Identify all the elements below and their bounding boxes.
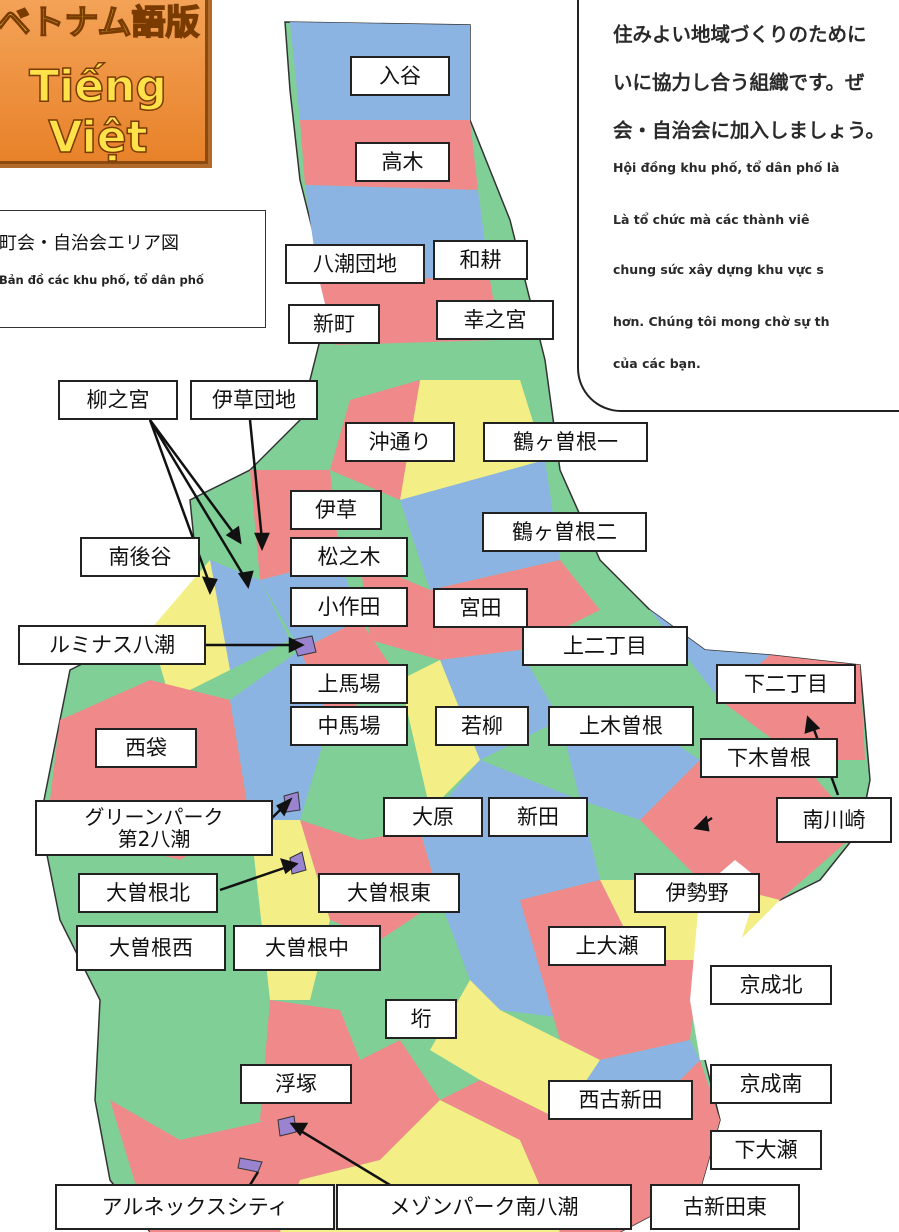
info-vi-line: Hội đồng khu phố, tổ dân phố là (613, 160, 840, 175)
area-label-kamiose: 上大瀬 (548, 926, 666, 966)
info-vi-line: Là tổ chức mà các thành viê (613, 212, 810, 227)
area-label-isezono: 伊勢野 (634, 873, 760, 913)
area-label-keiseikita: 京成北 (710, 965, 832, 1005)
area-label-ukitsuka: 浮塚 (240, 1064, 352, 1104)
badge-language: Tiếng Việt (28, 60, 167, 164)
area-label-shimokisone: 下木曽根 (700, 738, 838, 778)
area-label-nakababa: 中馬場 (290, 706, 408, 746)
area-label-miyata: 宮田 (433, 588, 528, 628)
area-label-arnex-city: アルネックスシティ (55, 1184, 335, 1230)
area-label-luminas-yashio: ルミナス八潮 (18, 625, 206, 665)
area-label-wakou: 和耕 (433, 240, 528, 280)
area-label-okidori: 沖通り (345, 422, 455, 462)
area-label-matsunoki: 松之木 (290, 537, 408, 577)
legend-title-jp: 町会・自治会エリア図 (0, 233, 179, 254)
area-label-osonenaka: 大曽根中 (233, 925, 381, 971)
info-jp-line: 住みよい地域づくりのために (613, 23, 867, 46)
area-label-nishibukuro: 西袋 (95, 728, 197, 768)
area-label-koshindenhigashi: 古新田東 (650, 1184, 800, 1230)
info-vi-line: của các bạn. (613, 356, 701, 371)
area-label-ohara: 大原 (383, 797, 483, 837)
area-label-tsurugasone2: 鶴ヶ曽根二 (482, 512, 647, 552)
info-panel: 住みよい地域づくりのために いに協力し合う組織です。ぜ 会・自治会に加入しましょ… (577, 0, 899, 412)
info-jp-line: 会・自治会に加入しましょう。 (613, 119, 885, 142)
language-badge: ベトナム語版 Tiếng Việt (0, 0, 208, 164)
area-label-yashio-danchi: 八潮団地 (285, 244, 425, 284)
area-label-maisonpark: メゾンパーク南八潮 (336, 1184, 632, 1230)
area-label-kamibaba: 上馬場 (290, 664, 408, 704)
legend-box: 町会・自治会エリア図 Bản đồ các khu phố, tổ dân ph… (0, 210, 266, 328)
area-label-shinmachi: 新町 (288, 304, 380, 344)
area-label-kamikisone: 上木曽根 (548, 706, 694, 746)
area-label-shimoose: 下大瀬 (710, 1130, 822, 1170)
greenpark-line2: 第2八潮 (117, 827, 191, 851)
area-label-osonenishi: 大曽根西 (76, 925, 226, 971)
area-label-gyou: 垳 (385, 999, 457, 1039)
info-vi-line: hơn. Chúng tôi mong chờ sự th (613, 314, 830, 329)
area-label-osonekita: 大曽根北 (78, 873, 218, 913)
area-label-takagi: 高木 (355, 142, 450, 182)
area-label-kami-nichome: 上二丁目 (522, 626, 688, 666)
area-label-kounomiya: 幸之宮 (436, 300, 554, 340)
area-label-wakayanagi: 若柳 (435, 706, 529, 746)
area-label-osonehigashi: 大曽根東 (318, 873, 460, 913)
area-label-minamikawasaki: 南川崎 (776, 797, 892, 843)
area-label-iriya: 入谷 (350, 56, 450, 96)
area-label-nishikoshinden: 西古新田 (548, 1080, 693, 1120)
area-label-shimo-nichome: 下二丁目 (716, 664, 856, 704)
info-jp-line: いに協力し合う組織です。ぜ (613, 71, 865, 94)
legend-title-vi: Bản đồ các khu phố, tổ dân phố (0, 273, 204, 287)
badge-title: ベトナム語版 (0, 2, 200, 44)
area-label-keiseiminami: 京成南 (710, 1064, 832, 1104)
area-label-yanaginomiya: 柳之宮 (58, 380, 178, 420)
info-vi-line: chung sức xây dựng khu vực s (613, 262, 824, 277)
area-label-tsurugasone1: 鶴ヶ曽根一 (483, 422, 648, 462)
area-label-kosakuta: 小作田 (290, 587, 408, 627)
area-label-greenpark: グリーンパーク 第2八潮 (35, 800, 273, 856)
area-label-igusa-danchi: 伊草団地 (190, 380, 318, 420)
greenpark-line1: グリーンパーク (84, 805, 224, 829)
area-label-shinden: 新田 (488, 797, 588, 837)
area-label-minamigoya: 南後谷 (80, 537, 200, 577)
area-label-igusa: 伊草 (290, 490, 382, 530)
